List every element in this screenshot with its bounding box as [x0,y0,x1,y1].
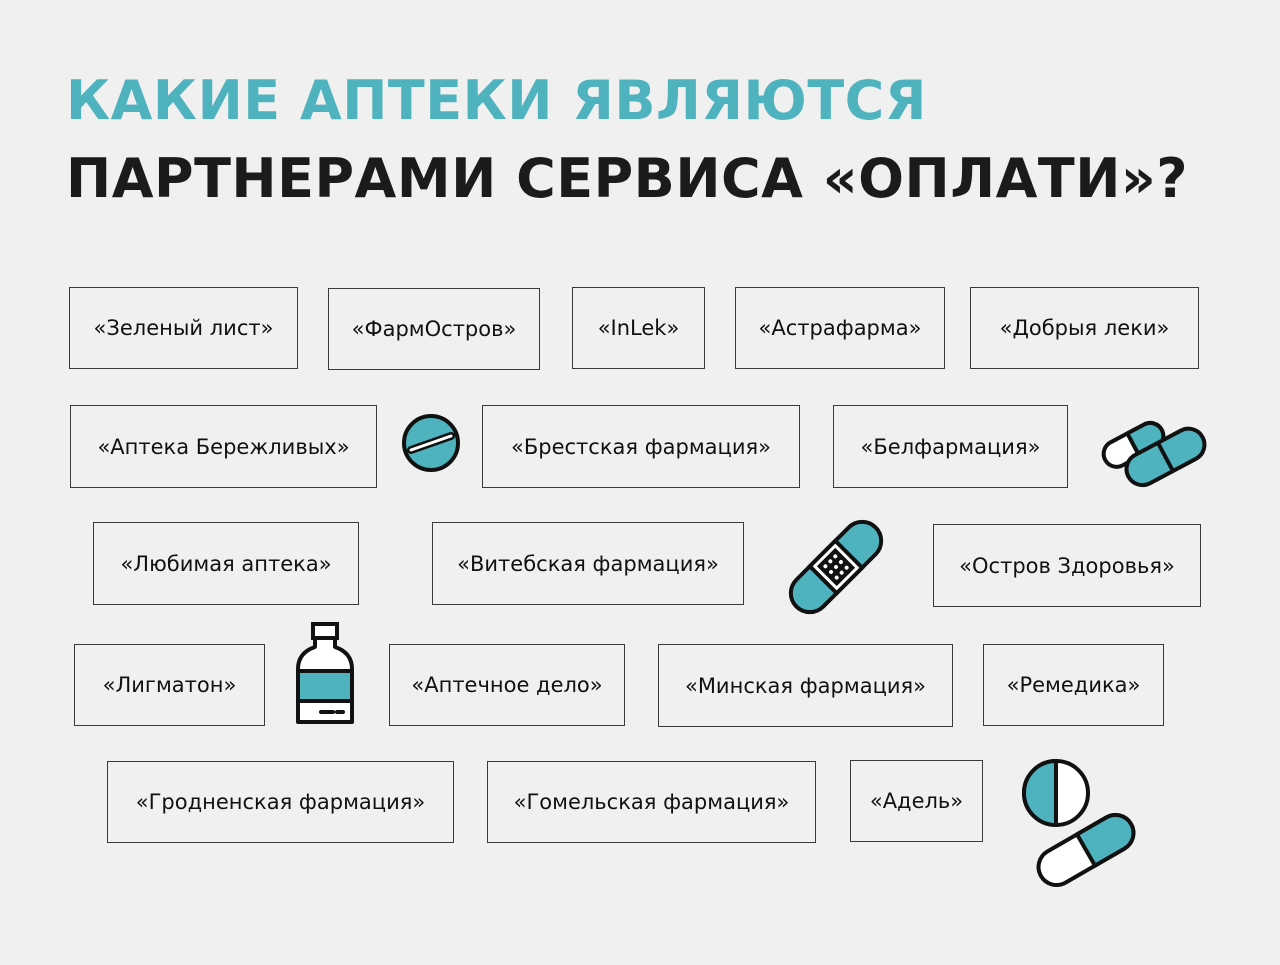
pharmacy-ostrov-zdorovya: «Остров Здоровья» [933,524,1201,607]
pharmacy-remedika: «Ремедика» [983,644,1164,726]
pharmacy-minskaya-farmaciya: «Минская фармация» [658,644,953,727]
pharmacy-grodnenskaya-farmaciya: «Гродненская фармация» [107,761,454,843]
pharmacy-aptechnoe-delo: «Аптечное дело» [389,644,625,726]
pharmacy-lyubimaya-apteka: «Любимая аптека» [93,522,359,605]
pharmacy-astrafarma: «Астрафарма» [735,287,945,369]
medicine-bottle-icon [293,621,357,727]
pharmacy-brestskaya-farmaciya: «Брестская фармация» [482,405,800,488]
pharmacy-gomelskaya-farmaciya: «Гомельская фармация» [487,761,816,843]
pharmacy-inlek: «InLek» [572,287,705,369]
bandage-icon [780,512,892,622]
pharmacy-ligmaton: «Лигматон» [74,644,265,726]
pharmacy-zeleny-list: «Зеленый лист» [69,287,298,369]
pills-icon [1016,756,1144,888]
pharmacy-belfarmaciya: «Белфармация» [833,405,1068,488]
title-line-2: ПАРТНЕРАМИ СЕРВИСА «ОПЛАТИ»? [66,147,1189,210]
pharmacy-farmostrov: «ФармОстров» [328,288,540,370]
pharmacy-adel: «Адель» [850,760,983,842]
capsules-icon [1095,408,1213,488]
title-line-1: КАКИЕ АПТЕКИ ЯВЛЯЮТСЯ [66,69,927,132]
pill-tablet-icon [399,411,463,475]
pharmacy-vitebskaya-farmaciya: «Витебская фармация» [432,522,744,605]
pharmacy-dobryya-leki: «Добрыя леки» [970,287,1199,369]
pharmacy-apteka-berezhlivyh: «Аптека Бережливых» [70,405,377,488]
